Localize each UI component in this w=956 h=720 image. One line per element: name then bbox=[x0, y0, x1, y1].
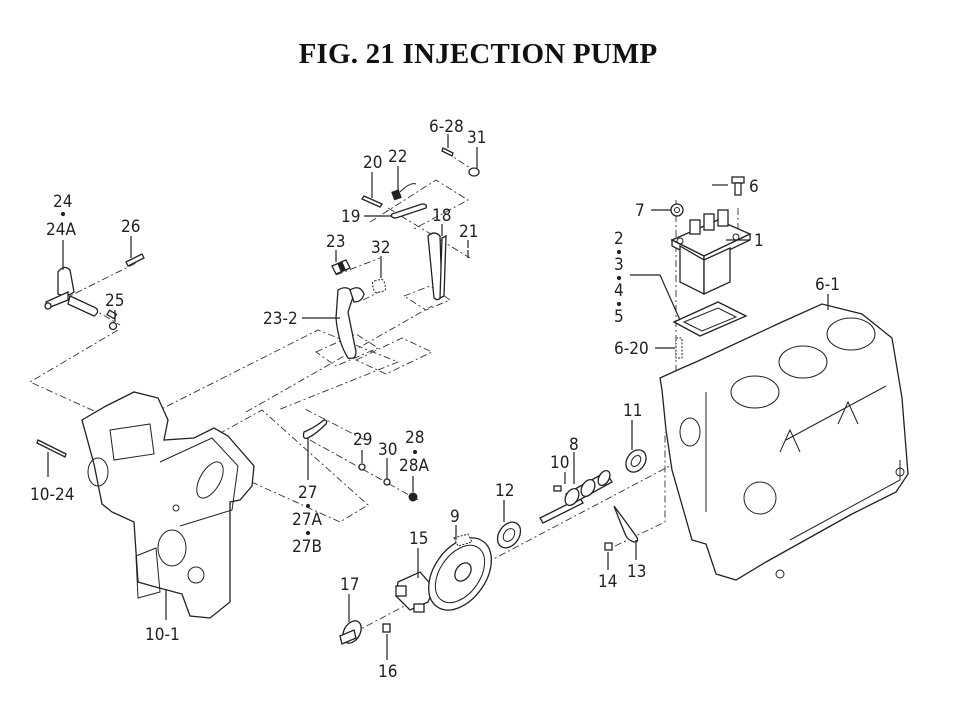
part-32-spring[interactable] bbox=[371, 278, 387, 294]
part-20-pin[interactable] bbox=[361, 195, 383, 208]
part-10-1-gear-case[interactable] bbox=[81, 391, 255, 619]
callout-31: 31 bbox=[467, 128, 486, 148]
part-8-camshaft[interactable] bbox=[539, 469, 613, 524]
part-27-lever[interactable] bbox=[302, 419, 328, 440]
callout-22: 22 bbox=[388, 147, 407, 167]
part-10-24-pin[interactable] bbox=[36, 439, 67, 458]
callout-30: 30 bbox=[378, 440, 397, 460]
callout-20: 20 bbox=[363, 153, 382, 173]
callout-17: 17 bbox=[340, 575, 359, 595]
callout-6-20: 6-20 bbox=[614, 339, 649, 359]
callout-6-1: 6-1 bbox=[815, 275, 840, 295]
part-12-bearing[interactable] bbox=[493, 518, 525, 552]
callout-25: 25 bbox=[105, 291, 124, 311]
part-29-washer[interactable] bbox=[358, 463, 366, 471]
callout-24a: 24A bbox=[46, 220, 76, 240]
callout-28a: 28A bbox=[399, 456, 429, 476]
callout-10-1: 10-1 bbox=[145, 625, 180, 645]
callout-28: 28 bbox=[405, 428, 424, 448]
callout-5: 5 bbox=[614, 307, 624, 327]
part-1-injection-pump[interactable] bbox=[670, 209, 752, 296]
callout-8: 8 bbox=[569, 435, 579, 455]
part-24-governor-lever[interactable] bbox=[44, 266, 118, 320]
callout-labels: 24 24A 26 25 6-28 31 20 22 19 18 21 23 3… bbox=[30, 117, 840, 682]
callout-18: 18 bbox=[432, 206, 451, 226]
part-6-1-cylinder-block[interactable] bbox=[659, 303, 909, 581]
part-28-nut[interactable] bbox=[408, 492, 418, 502]
part-7-nut[interactable] bbox=[670, 203, 684, 217]
callout-24: 24 bbox=[53, 192, 72, 212]
callout-4: 4 bbox=[614, 281, 624, 301]
callout-14: 14 bbox=[598, 572, 617, 592]
callout-12: 12 bbox=[495, 481, 514, 501]
part-30-washer[interactable] bbox=[383, 478, 391, 486]
callout-13: 13 bbox=[627, 562, 646, 582]
part-23-2-lever[interactable] bbox=[335, 287, 365, 360]
callout-10: 10 bbox=[550, 453, 569, 473]
part-10-key[interactable] bbox=[553, 485, 562, 492]
callout-26: 26 bbox=[121, 217, 140, 237]
part-6-28-bolt[interactable] bbox=[441, 147, 454, 157]
part-16-bolt[interactable] bbox=[382, 623, 391, 633]
leader-lines bbox=[47, 134, 829, 660]
part-19-link[interactable] bbox=[390, 203, 428, 219]
callout-16: 16 bbox=[378, 662, 397, 682]
callout-19: 19 bbox=[341, 207, 360, 227]
callout-27a: 27A bbox=[292, 510, 322, 530]
part-2-5-pump-gasket[interactable] bbox=[672, 301, 748, 337]
callout-10-24: 10-24 bbox=[30, 485, 74, 505]
callout-9: 9 bbox=[450, 507, 460, 527]
callout-23-2: 23-2 bbox=[263, 309, 298, 329]
part-6-bolt[interactable] bbox=[731, 176, 745, 196]
callout-1: 1 bbox=[754, 231, 764, 251]
part-6-20-stud[interactable] bbox=[675, 337, 683, 359]
part-31-collar[interactable] bbox=[468, 167, 480, 177]
callout-23: 23 bbox=[326, 232, 345, 252]
callout-32: 32 bbox=[371, 238, 390, 258]
part-23-spring[interactable] bbox=[331, 259, 351, 275]
part-15-governor-weight[interactable] bbox=[395, 571, 435, 613]
callout-6-28: 6-28 bbox=[429, 117, 464, 137]
part-18-fork-lever[interactable] bbox=[427, 232, 447, 301]
part-17-sleeve[interactable] bbox=[339, 618, 365, 647]
figure-title: FIG. 21 INJECTION PUMP bbox=[298, 38, 658, 70]
part-14-screw[interactable] bbox=[604, 542, 613, 551]
callout-27b: 27B bbox=[292, 537, 322, 557]
part-9-gear[interactable] bbox=[416, 526, 504, 621]
callout-7: 7 bbox=[635, 201, 645, 221]
callout-6: 6 bbox=[749, 177, 759, 197]
part-13-stopper[interactable] bbox=[613, 505, 639, 543]
callout-21: 21 bbox=[459, 222, 478, 242]
part-11-bearing[interactable] bbox=[622, 446, 651, 476]
part-22-spring[interactable] bbox=[391, 183, 417, 201]
callout-2: 2 bbox=[614, 229, 624, 249]
callout-3: 3 bbox=[614, 255, 624, 275]
part-25-ring[interactable] bbox=[108, 321, 118, 331]
callout-11: 11 bbox=[623, 401, 642, 421]
callout-29: 29 bbox=[353, 430, 372, 450]
part-26-pin[interactable] bbox=[125, 253, 145, 267]
callout-27: 27 bbox=[298, 483, 317, 503]
callout-15: 15 bbox=[409, 529, 428, 549]
